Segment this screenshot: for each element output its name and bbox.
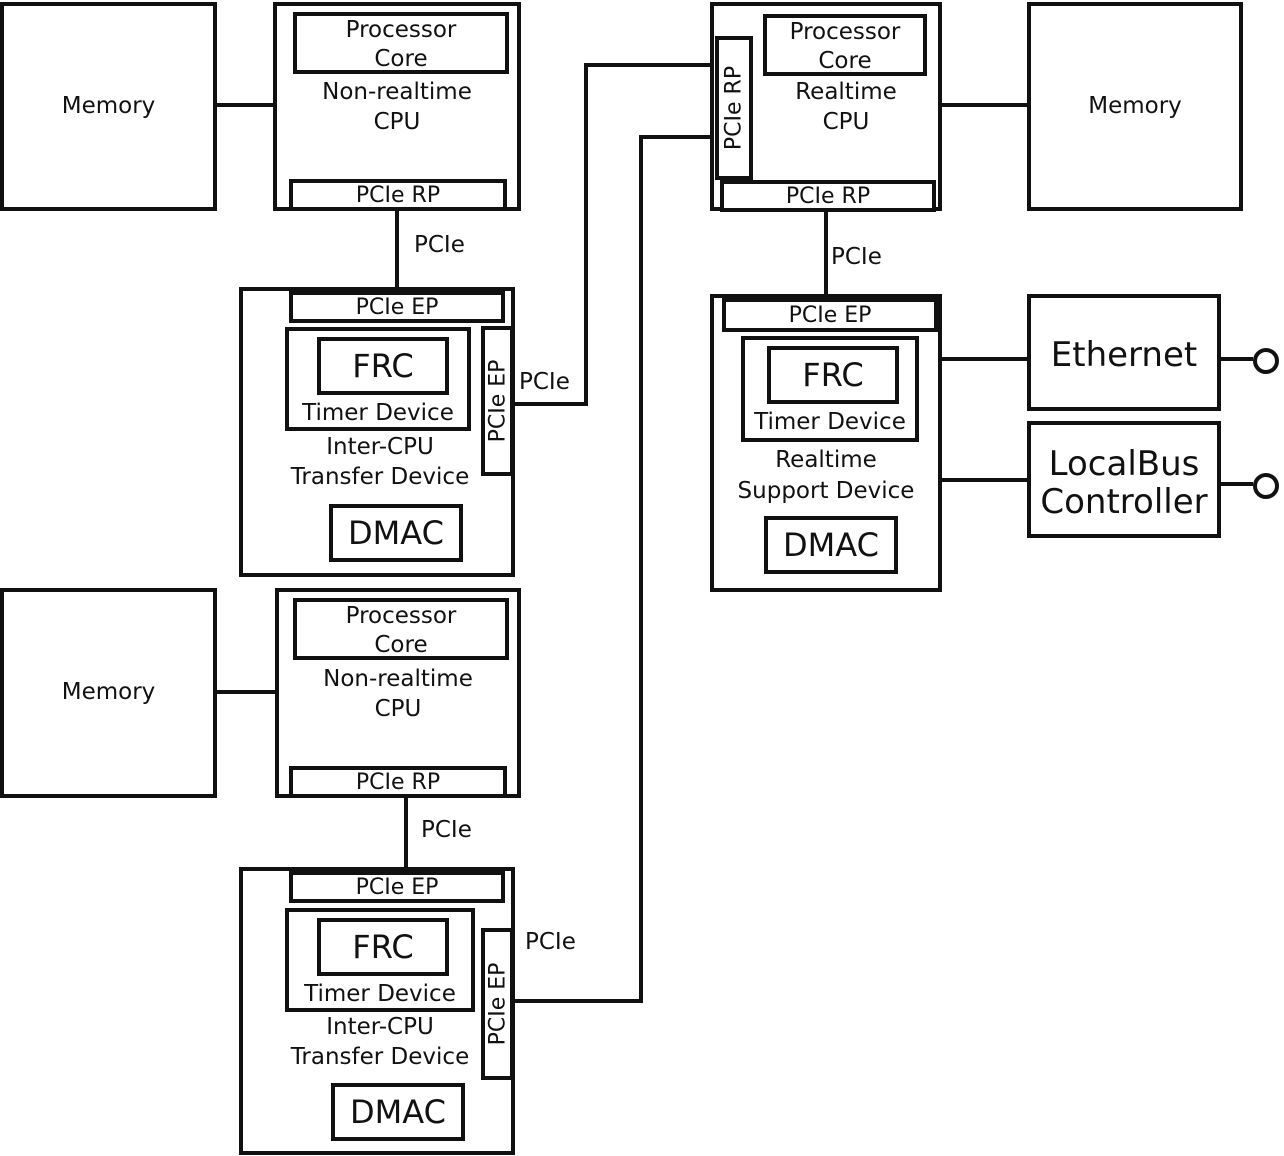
pcie-rp-label: PCIe RP — [785, 184, 871, 209]
processor-core-label-line1: Processor — [345, 17, 457, 43]
realtime-cpu: Processor Core PCIe RP Realtime CPU PCIe… — [710, 2, 942, 212]
timer-device: FRC Timer Device — [285, 908, 475, 1012]
dmac-block: DMAC — [329, 504, 463, 562]
rt-support-label-line1: Realtime — [775, 447, 877, 473]
processor-core-label-line2: Core — [374, 632, 428, 658]
pcie-rp-side-label: PCIe RP — [721, 65, 747, 151]
memory-cpu-link-1 — [214, 103, 276, 107]
pcie-route-b1 — [510, 999, 643, 1003]
processor-core: Processor Core — [763, 14, 927, 76]
localbus-port-connector — [1253, 473, 1279, 499]
pcie-endpoint-side: PCIe EP — [481, 928, 514, 1080]
pcie-ep-label: PCIe EP — [355, 295, 439, 320]
dmac-label: DMAC — [350, 1093, 446, 1131]
processor-core-label-line2: Core — [374, 46, 428, 72]
memory-block-1: Memory — [0, 2, 217, 211]
ethernet-block: Ethernet — [1027, 294, 1221, 411]
pcie-route-a2 — [584, 63, 588, 406]
memory-label: Memory — [61, 679, 156, 705]
memory-block-3: Memory — [1027, 2, 1243, 211]
frc-block: FRC — [317, 918, 449, 976]
dmac-label: DMAC — [783, 526, 879, 564]
nonrealtime-cpu-2: Processor Core Non-realtime CPU PCIe RP — [275, 588, 521, 798]
intercpu-transfer-device-2: PCIe EP FRC Timer Device PCIe EP Inter-C… — [239, 867, 515, 1155]
intercpu-label-line2: Transfer Device — [290, 1044, 470, 1070]
nonrealtime-cpu-1: Processor Core Non-realtime CPU PCIe RP — [273, 2, 521, 211]
timer-device-label: Timer Device — [302, 400, 454, 426]
pcie-ep-label: PCIe EP — [355, 875, 439, 900]
dmac-block: DMAC — [331, 1083, 465, 1141]
processor-core: Processor Core — [293, 12, 509, 74]
ethernet-label: Ethernet — [1050, 335, 1198, 375]
intercpu-transfer-device-1: PCIe EP FRC Timer Device PCIe EP Inter-C… — [239, 287, 515, 577]
pcie-link-2-vertical — [404, 795, 408, 870]
pcie-link-rt-vertical — [824, 208, 828, 298]
cpu-label-line1: Non-realtime — [322, 79, 472, 105]
pcie-ep-label: PCIe EP — [788, 303, 872, 328]
pcie-endpoint: PCIe EP — [722, 298, 938, 332]
intercpu-label-line1: Inter-CPU — [326, 434, 434, 460]
memory-cpu-link-2 — [214, 690, 278, 694]
ethernet-port-connector — [1253, 348, 1279, 374]
pcie-route-a3 — [584, 63, 714, 67]
intercpu-label-line1: Inter-CPU — [326, 1014, 434, 1040]
cpu-label-line2: CPU — [373, 109, 421, 135]
pcie-link-label: PCIe — [525, 929, 576, 955]
pcie-rp-label: PCIe RP — [355, 183, 441, 208]
pcie-route-a1 — [510, 402, 588, 406]
memory-cpu-link-3 — [939, 103, 1030, 107]
pcie-root-port-side: PCIe RP — [715, 36, 753, 180]
realtime-support-device: PCIe EP FRC Timer Device Realtime Suppor… — [710, 294, 942, 592]
localbus-link — [939, 478, 1030, 482]
pcie-link-label: PCIe — [831, 244, 882, 270]
processor-core-label-line2: Core — [818, 48, 872, 74]
memory-block-2: Memory — [0, 588, 217, 798]
cpu-label-line1: Non-realtime — [323, 666, 473, 692]
memory-label: Memory — [61, 93, 156, 119]
pcie-endpoint-side: PCIe EP — [481, 326, 514, 476]
frc-block: FRC — [767, 346, 899, 404]
dmac-block: DMAC — [764, 516, 898, 574]
memory-label: Memory — [1088, 93, 1182, 119]
pcie-link-label: PCIe — [414, 232, 465, 258]
frc-label: FRC — [352, 347, 414, 385]
pcie-root-port: PCIe RP — [720, 180, 936, 212]
pcie-ep-side-label: PCIe EP — [485, 359, 510, 443]
pcie-link-label: PCIe — [421, 817, 472, 843]
pcie-endpoint: PCIe EP — [289, 291, 505, 323]
localbus-label-line2: Controller — [1040, 482, 1208, 522]
dmac-label: DMAC — [348, 514, 444, 552]
processor-core-label-line1: Processor — [345, 603, 457, 629]
pcie-rp-label: PCIe RP — [355, 770, 441, 795]
timer-device-label: Timer Device — [754, 409, 906, 435]
rt-support-label-line2: Support Device — [737, 478, 915, 504]
timer-device-label: Timer Device — [304, 981, 456, 1007]
timer-device: FRC Timer Device — [285, 327, 471, 431]
cpu-label-line2: CPU — [374, 696, 422, 722]
frc-label: FRC — [352, 928, 414, 966]
pcie-route-b2 — [639, 135, 643, 1003]
frc-label: FRC — [802, 356, 864, 394]
pcie-route-b3 — [639, 135, 714, 139]
pcie-link-1-vertical — [395, 208, 399, 290]
pcie-root-port: PCIe RP — [289, 766, 507, 798]
ethernet-link — [939, 357, 1030, 361]
localbus-controller-block: LocalBus Controller — [1027, 421, 1221, 538]
localbus-label-line1: LocalBus — [1048, 444, 1200, 484]
frc-block: FRC — [317, 337, 449, 395]
cpu-label-line2: CPU — [822, 109, 870, 135]
pcie-endpoint: PCIe EP — [289, 871, 505, 903]
cpu-label-line1: Realtime — [795, 79, 897, 105]
localbus-port-line — [1217, 482, 1253, 486]
pcie-link-label: PCIe — [519, 369, 570, 395]
intercpu-label-line2: Transfer Device — [290, 464, 470, 490]
timer-device: FRC Timer Device — [741, 336, 919, 442]
pcie-root-port: PCIe RP — [289, 179, 507, 211]
processor-core: Processor Core — [293, 598, 509, 660]
ethernet-port-line — [1217, 357, 1253, 361]
processor-core-label-line1: Processor — [789, 19, 901, 45]
